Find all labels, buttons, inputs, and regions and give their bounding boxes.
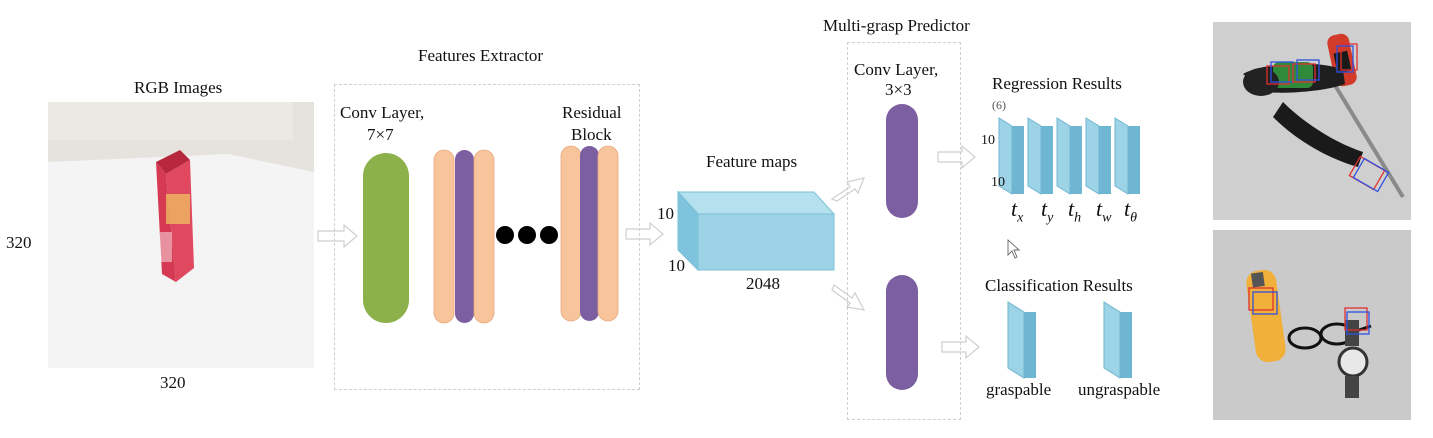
regression-output-ttheta-base: t (1124, 196, 1131, 221)
feature-maps-dim-b: 10 (668, 256, 685, 275)
feature-maps-depth: 2048 (746, 274, 780, 293)
feature-maps-cuboid (676, 190, 836, 272)
predictor-title: Multi-grasp Predictor (823, 16, 970, 35)
predictor-conv-top (886, 104, 918, 218)
arrow-extractor-to-features (625, 221, 664, 247)
regression-output-tw-base: t (1096, 196, 1103, 221)
class-ungraspable-label: ungraspable (1078, 380, 1161, 399)
arrow-conv-to-regression (937, 144, 976, 170)
regression-output-ty-base: t (1041, 196, 1048, 221)
input-rgb-image-drawing (48, 102, 314, 368)
residual-group-1 (433, 149, 495, 324)
classification-title: Classification Results (985, 276, 1133, 295)
residual-block (560, 145, 619, 322)
input-rgb-image (48, 102, 314, 368)
watch-icon (1337, 320, 1369, 398)
regression-output-tw: tw (1096, 196, 1111, 226)
regression-output-ttheta-sub: θ (1130, 210, 1138, 226)
predictor-conv-label-line2: 3×3 (885, 80, 912, 99)
result-photo-bottom-drawing (1213, 230, 1411, 420)
feature-maps-title: Feature maps (706, 152, 798, 171)
features-extractor-box (334, 84, 640, 390)
classification-slab-ungraspable (1103, 301, 1132, 379)
regression-channels-label: (6) (992, 98, 1006, 112)
input-width-label: 320 (160, 373, 186, 392)
conv7-label-line2: 7×7 (367, 125, 394, 144)
result-photo-top-drawing (1213, 22, 1411, 220)
input-height-label: 320 (6, 233, 32, 252)
class-graspable-label: graspable (986, 380, 1052, 399)
regression-slabs (998, 117, 1140, 195)
regression-output-tx-base: t (1011, 196, 1018, 221)
regression-dim-a: 10 (981, 133, 995, 148)
regression-output-th: th (1068, 196, 1081, 226)
top-grasp-boxes (1266, 43, 1390, 193)
predictor-conv-bottom (886, 275, 918, 390)
arrow-features-to-conv-bottom (831, 284, 866, 311)
utility-knife-icon (1246, 269, 1286, 363)
features-extractor-title: Features Extractor (418, 46, 544, 65)
regression-output-ty: ty (1041, 196, 1053, 226)
regression-output-th-sub: h (1074, 210, 1082, 226)
residual-label-line1: Residual (562, 103, 622, 122)
conv7-label-line1: Conv Layer, (340, 103, 425, 122)
regression-title: Regression Results (992, 74, 1122, 93)
bottom-grasp-boxes (1248, 287, 1370, 335)
arrow-input-to-extractor (317, 223, 358, 249)
regression-dim-b: 10 (991, 175, 1005, 190)
ellipsis-dots (496, 226, 558, 244)
rgb-images-title: RGB Images (134, 78, 223, 97)
regression-output-tx: tx (1011, 196, 1023, 226)
arrow-features-to-conv-top (830, 177, 865, 202)
multi-grasp-predictor-box (847, 42, 961, 420)
regression-output-tw-sub: w (1102, 210, 1112, 226)
classification-slab-graspable (1007, 301, 1036, 379)
residual-label-line2: Block (571, 125, 612, 144)
result-photo-bottom (1213, 230, 1411, 420)
conv7-layer-block (363, 153, 409, 323)
feature-maps-dim-a: 10 (657, 204, 674, 223)
regression-output-ty-sub: y (1047, 210, 1054, 226)
regression-output-tx-sub: x (1017, 210, 1024, 226)
regression-output-ttheta: tθ (1124, 196, 1137, 226)
result-photo-top (1213, 22, 1411, 220)
predictor-conv-label-line1: Conv Layer, (854, 60, 939, 79)
regression-output-th-base: t (1068, 196, 1075, 221)
mouse-cursor-icon (1007, 238, 1021, 259)
